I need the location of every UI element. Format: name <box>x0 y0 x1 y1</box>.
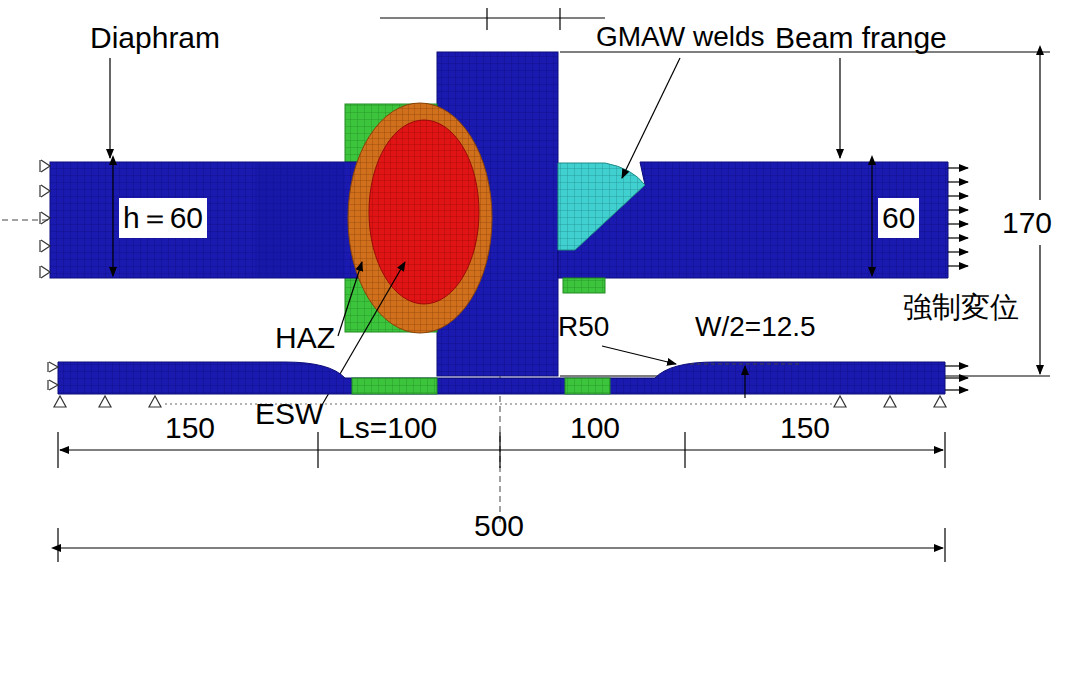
backing-bar <box>563 278 605 293</box>
dimension-text: 100 <box>570 412 620 444</box>
dimension-170 <box>560 52 1050 376</box>
note-text: 強制変位 <box>903 292 1019 322</box>
dimension-text: 170 <box>1002 207 1052 239</box>
part-name: ESW <box>255 398 323 430</box>
leader-line <box>602 346 676 364</box>
reference-line <box>690 364 800 365</box>
dimension-lines <box>58 432 945 562</box>
dimension-text: 500 <box>474 510 524 542</box>
diaphragm-mesh-band <box>255 162 345 278</box>
gmaw-weld <box>558 163 645 250</box>
dimension-text: R50 <box>558 312 609 341</box>
dimension-text: 60 <box>878 198 919 238</box>
top-dimension <box>380 8 605 30</box>
part-name: Diaphram <box>90 22 220 54</box>
dimension-line <box>871 164 872 276</box>
esw-zone <box>369 120 479 304</box>
fixed-boundary <box>48 362 58 390</box>
dimension-line <box>112 164 113 276</box>
dimension-text: 150 <box>165 412 215 444</box>
fixed-boundary <box>40 160 50 278</box>
part-name: HAZ <box>275 322 335 354</box>
leader-lines <box>110 58 840 405</box>
dimension-line <box>744 366 745 398</box>
weld-zone <box>352 378 437 394</box>
weld-zone <box>565 378 610 394</box>
load-arrows <box>948 168 968 266</box>
dimension-text: 150 <box>780 412 830 444</box>
load-arrows <box>945 366 968 390</box>
center-line <box>500 376 501 522</box>
part-name: GMAW welds <box>596 22 765 51</box>
center-line <box>2 220 50 221</box>
part-name: Beam frange <box>775 22 947 54</box>
dimension-text: Ls=100 <box>338 412 437 444</box>
roller-supports <box>54 396 946 407</box>
beam-flange <box>558 162 948 278</box>
dimension-arrows <box>60 449 943 450</box>
haz-zone <box>348 103 492 333</box>
specimen-plan <box>58 362 945 394</box>
dimension-text: h＝60 <box>119 198 207 238</box>
dimension-text: W/2=12.5 <box>695 312 816 341</box>
